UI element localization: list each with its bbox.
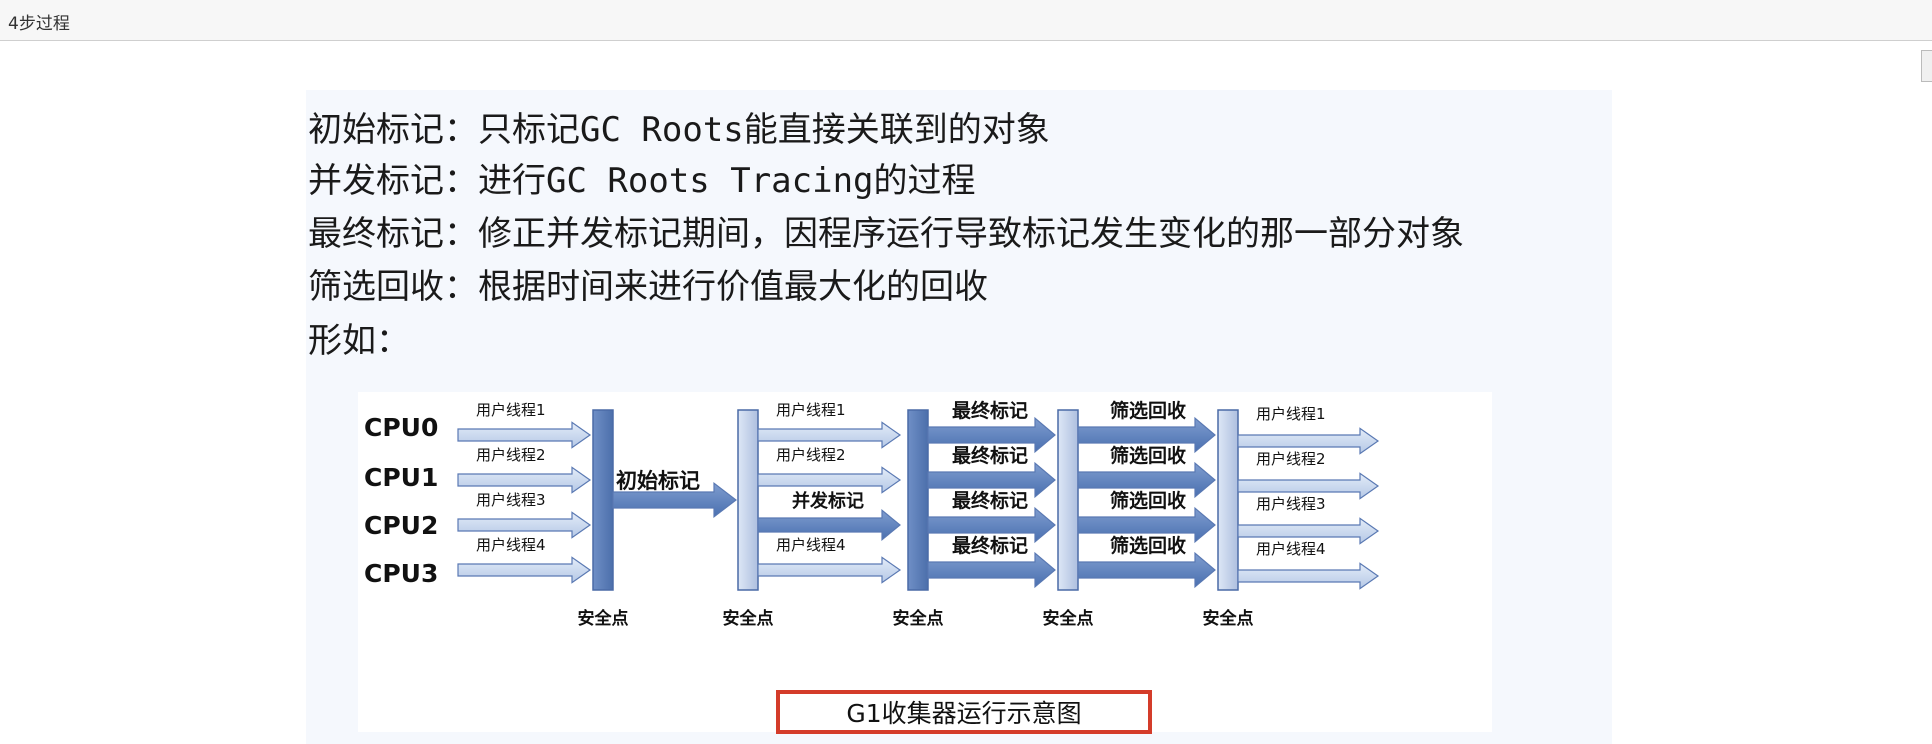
final-mark-arrow-0 (927, 416, 1056, 454)
text-line-initial-mark: 初始标记：只标记GC Roots能直接关联到的对象 (308, 110, 1050, 150)
window-titlebar: 4步过程 (0, 0, 1932, 41)
user-thread-label-c5-0: 用户线程1 (1256, 405, 1326, 423)
user-thread-arrow-c1-0 (457, 421, 592, 449)
diagram-caption: G1收集器运行示意图 (846, 699, 1082, 728)
safepoint-bar-1 (737, 409, 759, 591)
text-line-concurrent-mark: 并发标记：进行GC Roots Tracing的过程 (308, 161, 976, 201)
text-line-shape: 形如： (308, 321, 410, 361)
initial-mark-arrow (612, 481, 737, 519)
user-thread-label-c5-2: 用户线程3 (1256, 495, 1326, 513)
cpu-label-1: CPU1 (364, 463, 438, 492)
initial-mark-label: 初始标记 (616, 469, 700, 493)
safepoint-bar-3 (1057, 409, 1079, 591)
safepoint-label-2: 安全点 (893, 608, 944, 629)
user-thread-label-c1-2: 用户线程3 (476, 491, 546, 509)
window-title: 4步过程 (8, 14, 70, 34)
filter-recycle-arrow-3 (1077, 551, 1216, 589)
user-thread-arrow-c5-1 (1237, 472, 1380, 500)
user-thread-label-c2-1: 用户线程2 (776, 446, 846, 464)
user-thread-arrow-c2-1 (757, 466, 902, 494)
text-line-final-mark: 最终标记：修正并发标记期间，因程序运行导致标记发生变化的那一部分对象 (308, 214, 1464, 254)
safepoint-bar-2 (907, 409, 929, 591)
user-thread-arrow-c1-2 (457, 511, 592, 539)
user-thread-label-c1-0: 用户线程1 (476, 401, 546, 419)
text-line-filter-recycle: 筛选回收：根据时间来进行价值最大化的回收 (308, 267, 988, 307)
user-thread-label-c2-0: 用户线程1 (776, 401, 846, 419)
user-thread-arrow-c5-2 (1237, 517, 1380, 545)
final-mark-arrow-2 (927, 506, 1056, 544)
user-thread-arrow-c1-1 (457, 466, 592, 494)
user-thread-arrow-c2-0 (757, 421, 902, 449)
safepoint-bar-4 (1217, 409, 1239, 591)
filter-recycle-label-0: 筛选回收 (1110, 399, 1186, 422)
filter-recycle-label-3: 筛选回收 (1110, 534, 1186, 557)
user-thread-label-c1-3: 用户线程4 (476, 536, 546, 554)
user-thread-arrow-c5-3 (1237, 562, 1380, 590)
final-mark-label-2: 最终标记 (952, 489, 1028, 512)
user-thread-label-c1-1: 用户线程2 (476, 446, 546, 464)
cpu-label-2: CPU2 (364, 511, 438, 540)
scrollbar[interactable] (1921, 50, 1932, 82)
final-mark-label-3: 最终标记 (952, 534, 1028, 557)
diagram-caption-box: G1收集器运行示意图 (776, 690, 1152, 734)
safepoint-label-0: 安全点 (578, 608, 629, 629)
cpu-label-0: CPU0 (364, 413, 438, 442)
filter-recycle-arrow-2 (1077, 506, 1216, 544)
filter-recycle-arrow-0 (1077, 416, 1216, 454)
user-thread-label-c2-3: 用户线程4 (776, 536, 846, 554)
concurrent-mark-label: 并发标记 (792, 490, 864, 512)
user-thread-label-c5-1: 用户线程2 (1256, 450, 1326, 468)
safepoint-label-4: 安全点 (1203, 608, 1254, 629)
concurrent-mark-arrow (757, 509, 901, 541)
safepoint-label-1: 安全点 (723, 608, 774, 629)
final-mark-arrow-1 (927, 461, 1056, 499)
safepoint-bar-0 (592, 409, 614, 591)
user-thread-label-c5-3: 用户线程4 (1256, 540, 1326, 558)
final-mark-label-1: 最终标记 (952, 444, 1028, 467)
filter-recycle-label-1: 筛选回收 (1110, 444, 1186, 467)
user-thread-arrow-c1-3 (457, 556, 592, 584)
user-thread-arrow-c5-0 (1237, 427, 1380, 455)
safepoint-label-3: 安全点 (1043, 608, 1094, 629)
filter-recycle-label-2: 筛选回收 (1110, 489, 1186, 512)
user-thread-arrow-c2-3 (757, 556, 902, 584)
final-mark-label-0: 最终标记 (952, 399, 1028, 422)
cpu-label-3: CPU3 (364, 559, 438, 588)
final-mark-arrow-3 (927, 551, 1056, 589)
filter-recycle-arrow-1 (1077, 461, 1216, 499)
